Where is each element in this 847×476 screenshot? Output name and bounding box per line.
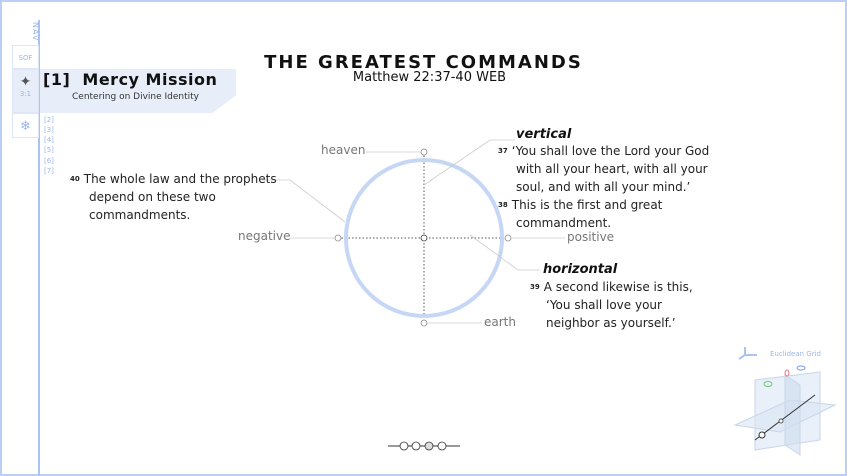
verse-text: soul, and with all your mind.’ (516, 180, 691, 194)
verse-number: 38 (498, 201, 508, 209)
snowflake-icon[interactable]: ❄ (12, 113, 39, 138)
verse-37-38: 37‘You shall love the Lord your God with… (498, 142, 709, 232)
chapter-link[interactable]: [7] (44, 167, 54, 175)
horizontal-heading: horizontal (543, 262, 618, 277)
banner-title: [1] Mercy Mission (43, 70, 217, 89)
negative-label: negative (238, 229, 291, 243)
heaven-label: heaven (321, 143, 366, 157)
banner-subtitle: Centering on Divine Identity (72, 92, 199, 102)
vertical-block: vertical (516, 127, 571, 142)
chapter-link[interactable]: [4] (44, 136, 54, 144)
chapter-link[interactable]: [2] (44, 116, 54, 124)
chapter-title: Mercy Mission (82, 70, 218, 89)
heaven-node (420, 148, 428, 156)
nav-item-current[interactable]: ✦ 3:1 (12, 69, 39, 113)
verse-text: commandment. (516, 216, 612, 230)
chapter-link[interactable]: [3] (44, 126, 54, 134)
earth-node (420, 319, 428, 327)
verse-text: The whole law and the prophets (83, 172, 277, 186)
positive-node (504, 234, 512, 242)
verse-text: commandments. (89, 208, 191, 222)
chapter-banner (40, 69, 236, 113)
euclidean-grid-label[interactable]: Euclidean Grid (770, 350, 821, 358)
verse-text: ‘You shall love your (546, 298, 662, 312)
verse-text: A second likewise is this, (543, 280, 693, 294)
verse-text: ‘You shall love the Lord your God (511, 144, 710, 158)
love-circle (344, 158, 504, 318)
chapter-link[interactable]: [6] (44, 157, 54, 165)
nav-item-sub: 3:1 (19, 90, 32, 98)
earth-label: earth (484, 315, 516, 329)
euclidean-grid-icon (733, 347, 837, 456)
page-title: THE GREATEST COMMANDS (264, 52, 583, 73)
verse-text: neighbor as yourself.’ (546, 316, 676, 330)
nav-sof-button[interactable]: SOF (12, 45, 39, 69)
slide-pager (388, 441, 460, 451)
pager-dot (437, 441, 447, 451)
negative-node (334, 234, 342, 242)
vertical-heading: vertical (516, 127, 572, 142)
verse-number: 37 (498, 147, 508, 155)
chapter-link[interactable]: [5] (44, 146, 54, 154)
pager-dot (411, 441, 421, 451)
nav-rail (38, 20, 40, 476)
positive-label: positive (567, 230, 615, 244)
verse-number: 40 (70, 175, 80, 183)
scripture-reference: Matthew 22:37-40 WEB (352, 70, 507, 85)
pager-dot-active (424, 441, 434, 451)
chapter-number: [1] (43, 70, 71, 89)
star-icon: ✦ (19, 74, 32, 90)
verse-text: depend on these two (89, 190, 216, 204)
verse-number: 39 (530, 283, 540, 291)
verse-text: This is the first and great (511, 198, 663, 212)
pager-dot (399, 441, 409, 451)
center-node (420, 234, 428, 242)
verse-text: with all your heart, with all your (516, 162, 708, 176)
